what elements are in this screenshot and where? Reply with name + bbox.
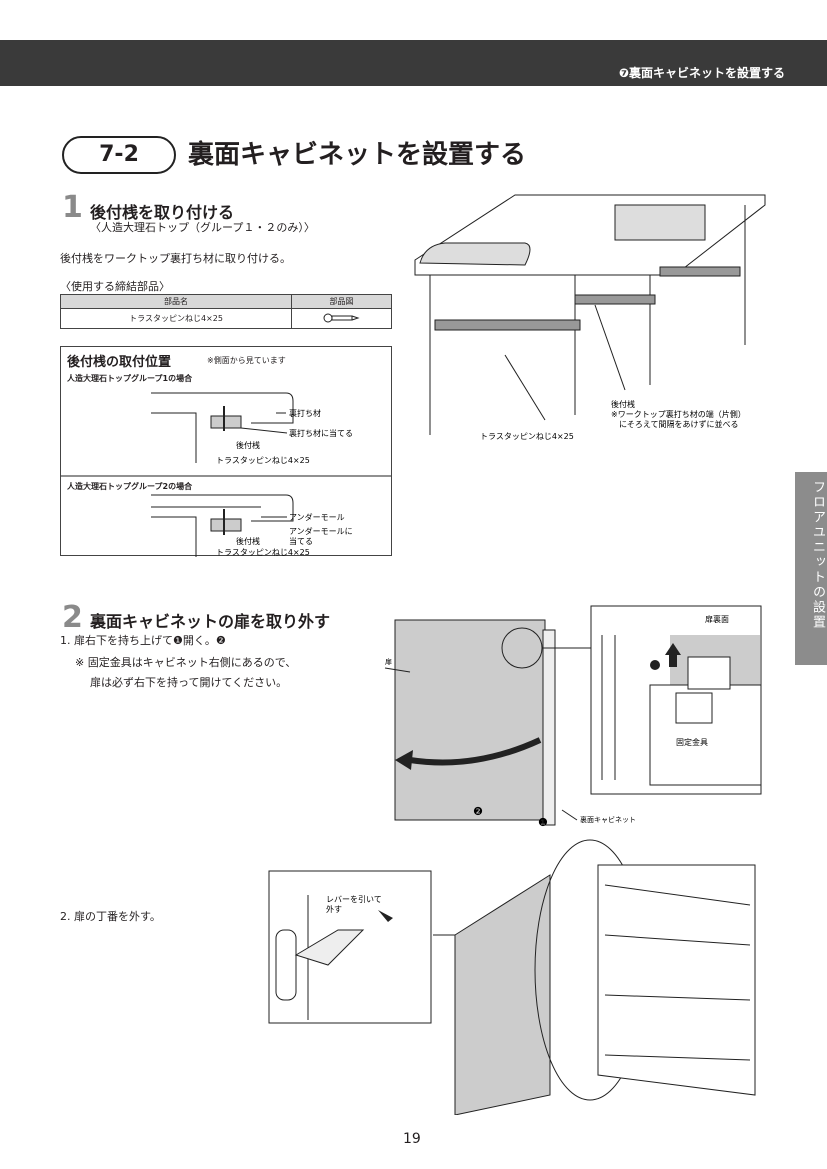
step-number: 1 bbox=[62, 190, 83, 225]
step-heading: 後付桟を取り付ける bbox=[90, 203, 235, 222]
rail-label: 後付桟 bbox=[611, 399, 635, 409]
group2-label: 人造大理石トップグループ2の場合 bbox=[67, 482, 193, 491]
header-bar bbox=[0, 40, 827, 86]
screw-label: トラスタッピンねじ4×25 bbox=[480, 432, 574, 441]
label: アンダーモールに bbox=[289, 526, 353, 536]
screw-icon bbox=[291, 308, 392, 329]
label: アンダーモール bbox=[289, 512, 345, 522]
step-subheading: 〈人造大理石トップ（グループ１・２のみ）〉 bbox=[90, 221, 315, 234]
hinge-detail: レバーを引いて 外す bbox=[268, 870, 432, 1024]
group1-label: 人造大理石トップグループ1の場合 bbox=[67, 374, 193, 383]
parts-table: 部品名部品図 トラスタッピンねじ4×25 bbox=[59, 294, 392, 329]
box-title: 後付桟の取付位置 bbox=[67, 355, 172, 370]
section-title: ❼裏面キャビネットを設置する bbox=[618, 66, 785, 80]
mounting-position-box: 後付桟の取付位置 ※側面から見ています 人造大理石トップグループ1の場合 裏打ち… bbox=[60, 346, 392, 557]
step-description: 後付桟をワークトップ裏打ち材に取り付ける。 bbox=[60, 252, 291, 265]
label: トラスタッピンねじ4×25 bbox=[216, 548, 310, 557]
section-number: 7-2 bbox=[62, 136, 176, 174]
cross-section-diagram: 裏打ち材 裏打ち材に当てる 後付桟 トラスタッピンねじ4×25 bbox=[61, 392, 391, 477]
step-heading: 裏面キャビネットの扉を取り外す bbox=[90, 612, 331, 631]
step-number: 2 bbox=[62, 600, 83, 635]
label: 当てる bbox=[289, 536, 313, 546]
page-title: 裏面キャビネットを設置する bbox=[188, 140, 527, 170]
col-header: 部品名 bbox=[59, 294, 293, 309]
lever-label: 外す bbox=[326, 904, 342, 914]
cabinet-label: 裏面キャビネット bbox=[580, 815, 636, 824]
door-removal-illustration: 扉 ❷ ❶ 裏面キャビネット bbox=[384, 619, 636, 829]
label: 後付桟 bbox=[236, 536, 260, 546]
parts-label: 〈使用する締結部品〉 bbox=[60, 280, 170, 293]
side-tab: フロアユニットの設置 bbox=[795, 472, 827, 665]
rail-note: にそろえて間隔をあけずに並べる bbox=[619, 419, 738, 429]
bracket-label: 固定金具 bbox=[676, 737, 708, 747]
door-label: 扉 bbox=[385, 657, 392, 666]
label: 裏打ち材に当てる bbox=[289, 428, 353, 438]
door-back-label: 扉裏面 bbox=[705, 614, 729, 624]
cross-section-diagram-2: アンダーモール アンダーモールに 当てる 後付桟 トラスタッピンねじ4×25 bbox=[151, 494, 353, 557]
note: ※ 固定金具はキャビネット右側にあるので、 bbox=[75, 656, 297, 669]
col-header: 部品図 bbox=[291, 294, 392, 309]
hinge-removal-illustration bbox=[433, 839, 756, 1115]
part-name: トラスタッピンねじ4×25 bbox=[59, 308, 293, 329]
label: 裏打ち材 bbox=[289, 408, 321, 418]
rail-note: ※ワークトップ裏打ち材の端（片側） bbox=[611, 409, 746, 419]
label: トラスタッピンねじ4×25 bbox=[216, 456, 310, 465]
lever-label: レバーを引いて bbox=[326, 895, 382, 904]
step-marker: ❷ bbox=[473, 805, 483, 818]
instruction: 1. 扉右下を持ち上げて❶開く。❷ bbox=[60, 634, 226, 647]
box-note: ※側面から見ています bbox=[207, 356, 286, 365]
table-row: トラスタッピンねじ4×25 bbox=[59, 308, 392, 329]
bracket-detail: 扉裏面 固定金具 bbox=[590, 605, 762, 795]
vanity-rail-illustration: トラスタッピンねじ4×25 後付桟 ※ワークトップ裏打ち材の端（片側） にそろえ… bbox=[414, 194, 766, 441]
label: 後付桟 bbox=[236, 440, 260, 450]
page-number: 19 bbox=[403, 1131, 421, 1147]
instruction: 2. 扉の丁番を外す。 bbox=[60, 910, 161, 923]
note: 扉は必ず右下を持って開けてください。 bbox=[90, 676, 288, 689]
step-marker: ❶ bbox=[538, 816, 548, 829]
